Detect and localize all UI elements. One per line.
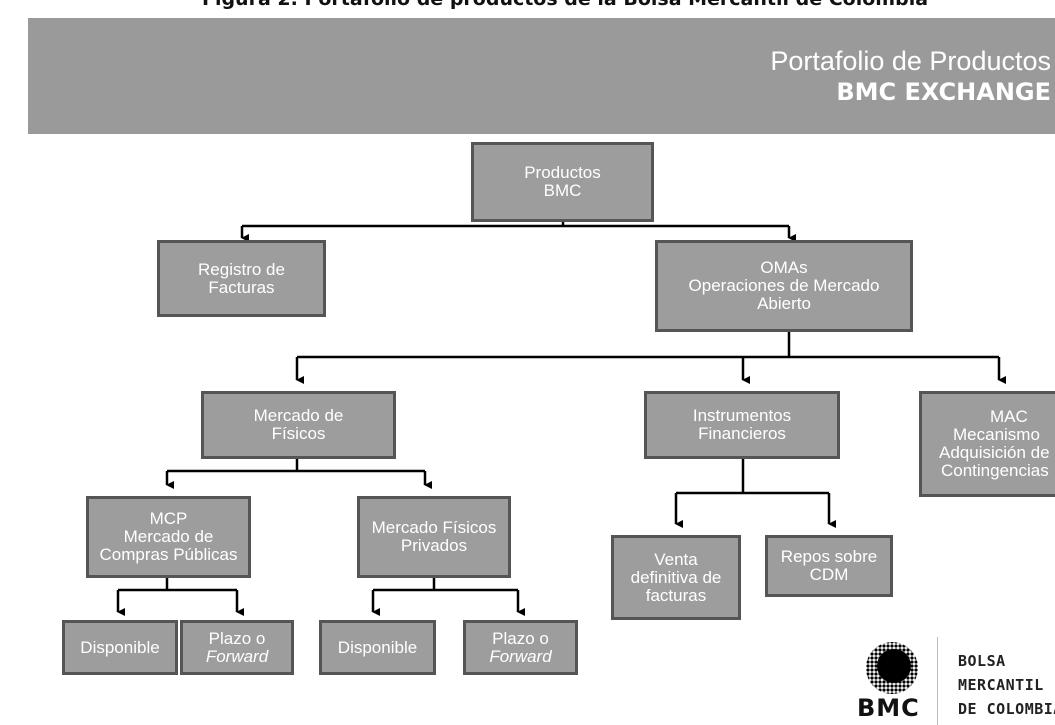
node-label: Adquisición de	[939, 443, 1050, 462]
node-label: Mercado Físicos	[371, 518, 497, 537]
node-label: Productos	[524, 163, 601, 182]
node-mercado-fisicos-privados: Mercado Físicos Privados	[357, 496, 511, 578]
logo-text-line1: BOLSA	[958, 652, 1006, 670]
node-label: Mercado de	[123, 527, 214, 546]
node-label: Mercado de	[253, 406, 344, 425]
node-label: Contingencias	[941, 461, 1049, 480]
node-mercado-fisicos: Mercado de Físicos	[201, 391, 396, 459]
node-label: Disponible	[337, 637, 418, 657]
node-plazo-forward-privados: Plazo o Forward	[463, 620, 578, 675]
bmc-logo-icon	[866, 642, 918, 694]
node-label: Venta	[654, 549, 698, 569]
node-label: Registro de	[198, 259, 285, 279]
node-disponible-privados: Disponible	[319, 620, 436, 675]
node-productos-bmc: Productos BMC	[471, 142, 654, 222]
node-disponible-mcp: Disponible	[62, 620, 178, 675]
node-venta-definitiva: Venta definitiva de facturas	[611, 535, 741, 620]
node-instrumentos-financieros: Instrumentos Financieros	[644, 391, 840, 459]
node-label: MAC	[990, 407, 1028, 426]
node-plazo-forward-mcp: Plazo o Forward	[180, 620, 294, 675]
banner-title: Portafolio de Productos	[770, 46, 1051, 76]
node-mac: MAC Mecanismo Adquisición de Contingenci…	[919, 391, 1055, 497]
logo-divider	[937, 637, 938, 725]
node-label: Instrumentos	[692, 406, 792, 425]
node-label: Facturas	[208, 277, 275, 297]
node-repos-cdm: Repos sobre CDM	[765, 535, 893, 597]
node-registro-facturas: Registro de Facturas	[157, 240, 326, 317]
node-label: Repos sobre	[780, 547, 878, 566]
header-banner: Portafolio de Productos BMC EXCHANGE	[28, 18, 1055, 134]
node-label: MCP	[149, 509, 188, 528]
node-label: Disponible	[80, 637, 160, 657]
node-label: Compras Públicas	[99, 545, 238, 564]
node-label: Abierto	[757, 294, 811, 313]
node-label-italic: Forward	[489, 646, 552, 666]
node-label: facturas	[645, 585, 707, 605]
logo-wordmark-bmc: BMC	[857, 694, 920, 722]
node-label: Operaciones de Mercado	[688, 276, 880, 295]
node-mcp: MCP Mercado de Compras Públicas	[86, 496, 251, 578]
figure-title: Figura 2. Portafolio de productos de la …	[0, 0, 1055, 10]
node-label: Plazo o	[208, 628, 266, 648]
node-label: Plazo o	[492, 628, 549, 648]
node-label-italic: Forward	[205, 646, 269, 666]
node-label: OMAs	[760, 258, 808, 277]
node-omas: OMAs Operaciones de Mercado Abierto	[655, 240, 913, 332]
node-label: Físicos	[271, 424, 326, 443]
logo-text-line3: DE COLOMBIA	[958, 700, 1055, 718]
banner-subtitle: BMC EXCHANGE	[836, 78, 1051, 106]
logo-text-line2: MERCANTIL	[958, 676, 1044, 694]
node-label: BMC	[543, 181, 582, 200]
node-label: Mecanismo	[953, 425, 1040, 444]
node-label: definitiva de	[630, 567, 722, 587]
node-label: CDM	[809, 565, 849, 584]
node-label: Privados	[400, 536, 468, 555]
node-label: Financieros	[698, 424, 786, 443]
